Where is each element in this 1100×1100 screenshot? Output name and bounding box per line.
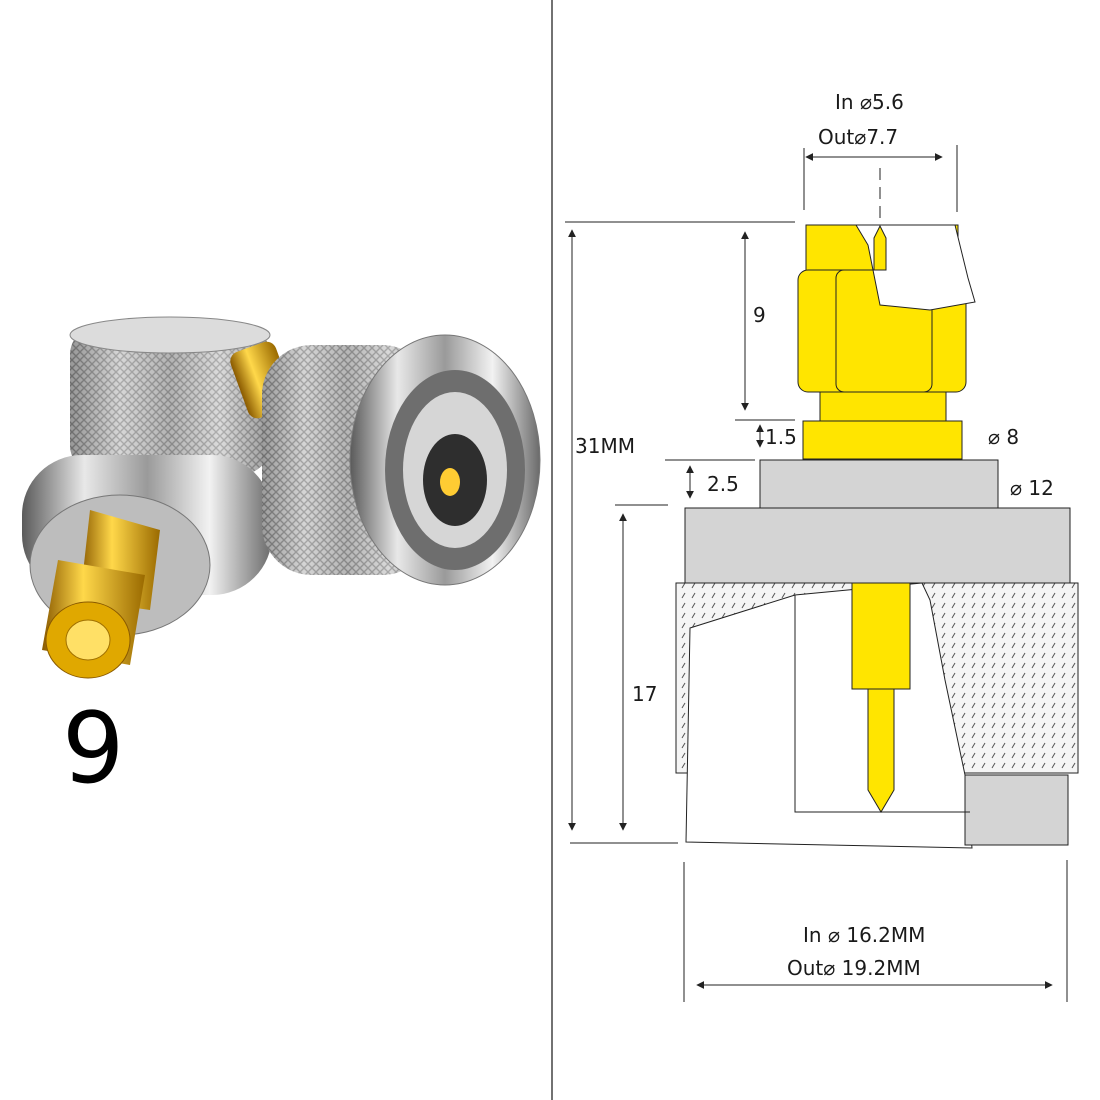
top-inner-diameter-label: In ⌀5.6 xyxy=(835,90,904,114)
gold-plug-drawing xyxy=(797,224,976,460)
diameter-8-label: ⌀ 8 xyxy=(988,425,1019,449)
top-outer-diameter-label: Out⌀7.7 xyxy=(818,125,898,149)
right-n-connector xyxy=(262,334,541,586)
head-height-label: 9 xyxy=(753,303,766,327)
sma-gold-plug xyxy=(42,510,160,679)
step2-height-label: 2.5 xyxy=(707,472,739,496)
left-n-connector xyxy=(22,316,272,636)
diameter-12-label: ⌀ 12 xyxy=(1010,476,1054,500)
bottom-inner-diameter-label: In ⌀ 16.2MM xyxy=(803,923,925,947)
product-index-number: 9 xyxy=(62,692,125,806)
body-height-label: 17 xyxy=(632,682,657,706)
total-height-label: 31MM xyxy=(575,434,635,458)
bottom-outer-diameter-label: Out⌀ 19.2MM xyxy=(787,956,921,980)
product-photo xyxy=(22,316,541,679)
step1-height-label: 1.5 xyxy=(765,425,797,449)
